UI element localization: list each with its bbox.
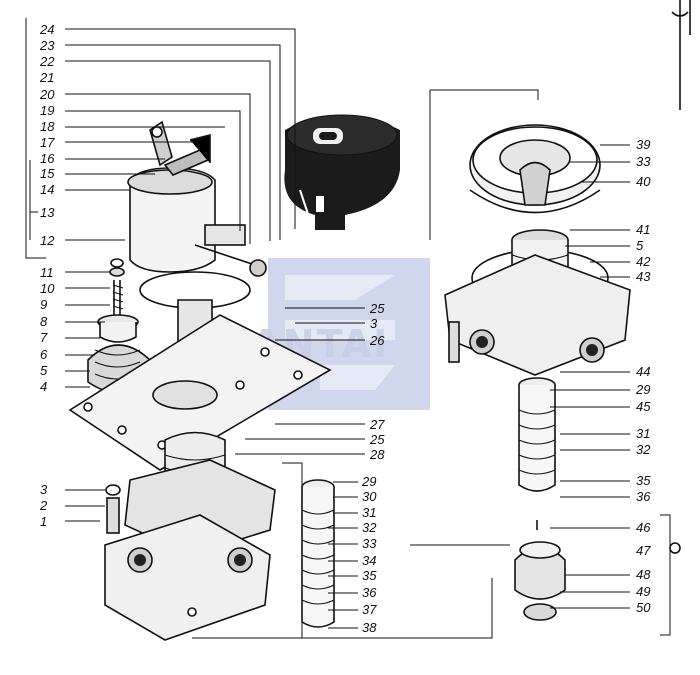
callout-label: 31	[362, 505, 376, 520]
callout-label: 48	[636, 567, 651, 582]
callout-label: 22	[39, 54, 55, 69]
callouts-left: 24 23 22 21 20 19 18 17 16 15 14 13 12 1…	[39, 22, 55, 529]
callout-label: 36	[362, 585, 377, 600]
callout-label: 45	[636, 399, 651, 414]
callout-label: 42	[636, 254, 651, 269]
right-diaphragm-disc	[469, 124, 601, 214]
callout-label: 15	[40, 166, 55, 181]
callout-label: 38	[362, 620, 377, 635]
callout-label: 44	[636, 364, 650, 379]
callout-label: 32	[362, 520, 377, 535]
callout-label: 36	[636, 489, 651, 504]
mounting-plate	[68, 314, 332, 471]
callout-label: 40	[636, 174, 651, 189]
callout-label: 10	[40, 281, 55, 296]
callout-label: 5	[40, 363, 48, 378]
callout-label: 34	[362, 553, 376, 568]
callout-label: 49	[636, 584, 650, 599]
callout-label: 2	[39, 498, 48, 513]
callout-label: 19	[40, 103, 54, 118]
callout-label: 27	[369, 417, 385, 432]
callout-label: 12	[40, 233, 55, 248]
callout-label: 33	[362, 536, 377, 551]
callout-label: 9	[40, 297, 47, 312]
right-valve-housing	[444, 229, 631, 376]
callout-label: 28	[369, 447, 385, 462]
callout-label: 32	[636, 442, 651, 457]
callout-label: 39	[636, 137, 650, 152]
callout-label: 35	[636, 473, 651, 488]
callout-label: 29	[635, 382, 650, 397]
callout-label: 29	[361, 474, 376, 489]
callouts-right: 39 33 40 41 5 42 43 44 29 45 31 32 35 36…	[635, 137, 651, 615]
callout-label: 21	[39, 70, 54, 85]
callout-label: 8	[40, 314, 48, 329]
callout-label: 16	[40, 151, 55, 166]
callout-label: 31	[636, 426, 650, 441]
callout-label: 47	[636, 543, 651, 558]
callout-label: 18	[40, 119, 55, 134]
callout-label: 4	[40, 379, 47, 394]
callout-label: 14	[40, 182, 54, 197]
callout-label: 37	[362, 602, 377, 617]
callout-label: 26	[369, 333, 385, 348]
right-spring-column	[514, 377, 566, 621]
lower-valve-body	[104, 431, 276, 641]
callout-label: 35	[362, 568, 377, 583]
callout-label: 20	[39, 87, 55, 102]
callout-label: 1	[40, 514, 47, 529]
leader-lines	[25, 18, 671, 639]
callout-label: 13	[40, 205, 55, 220]
callout-label: 5	[636, 238, 644, 253]
callout-label: 24	[39, 22, 54, 37]
callout-label: 41	[636, 222, 650, 237]
callout-label: 30	[362, 489, 377, 504]
callout-label: 25	[369, 432, 385, 447]
callout-47-marker	[669, 542, 681, 554]
callout-label: 46	[636, 520, 651, 535]
callout-label: 6	[40, 347, 48, 362]
callout-label: 33	[636, 154, 651, 169]
callout-label: 11	[40, 265, 54, 280]
callout-label: 3	[40, 482, 48, 497]
callout-label: 50	[636, 600, 651, 615]
edge-fragment	[671, 0, 691, 110]
callout-label: 23	[39, 38, 55, 53]
callout-label: 17	[40, 135, 55, 150]
center-spring-column	[301, 479, 335, 628]
callout-label: 7	[40, 330, 48, 345]
callouts-center: 25 3 26 27 25 28 29 30 31 32 33 34 35 36…	[361, 301, 385, 635]
callout-label: 43	[636, 269, 651, 284]
valve-cap	[284, 114, 400, 230]
upper-valve-housing	[127, 120, 267, 357]
callout-label: 25	[369, 301, 385, 316]
callout-label: 3	[370, 316, 378, 331]
